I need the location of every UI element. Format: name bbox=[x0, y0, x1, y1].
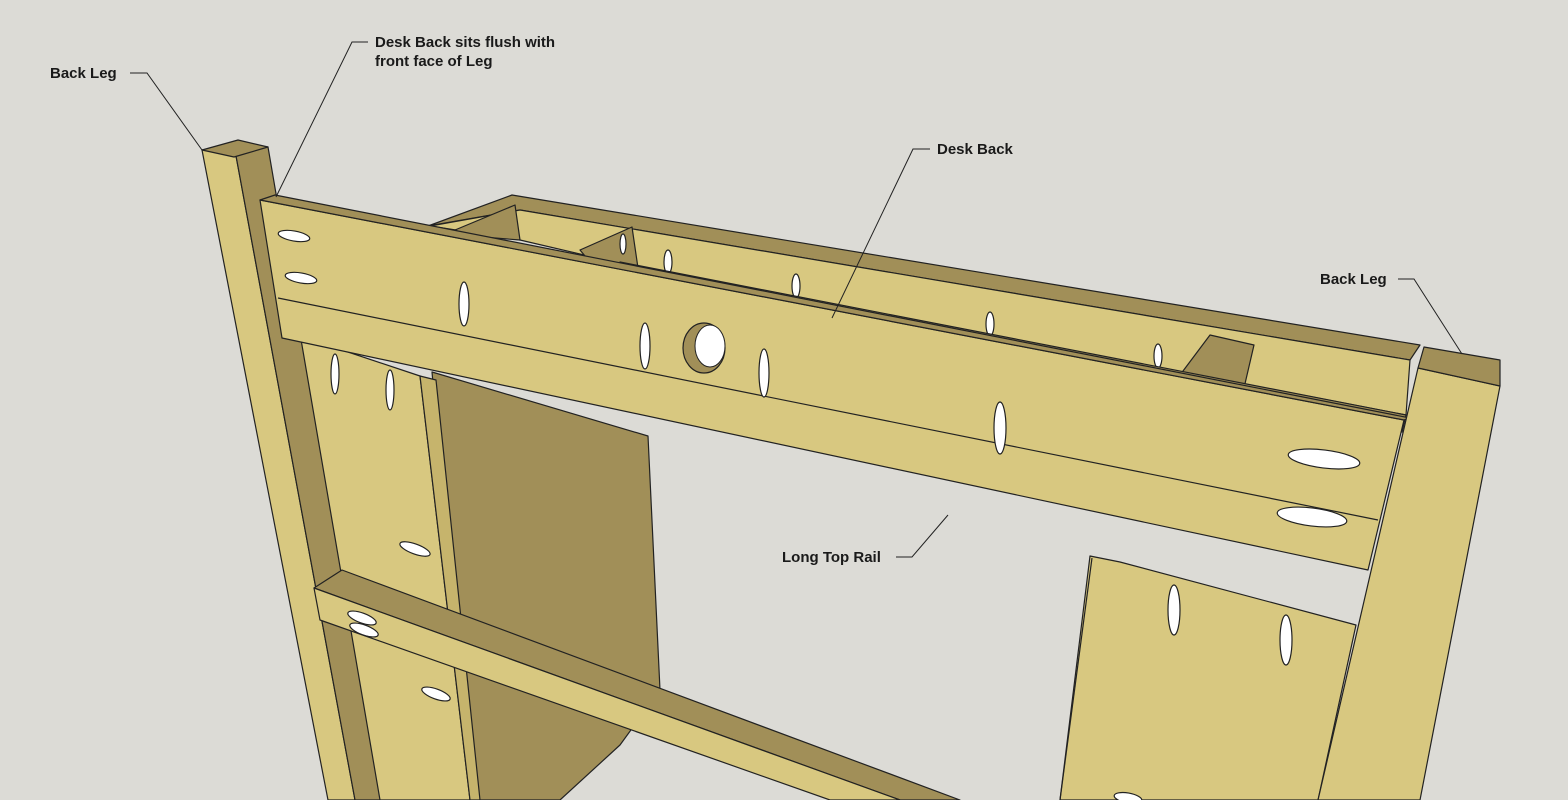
lower-rail-hole-2 bbox=[349, 622, 379, 638]
label-desk-back-note-line2: front face of Leg bbox=[375, 53, 493, 70]
back-slot-2 bbox=[791, 273, 801, 299]
back-leg-right-top bbox=[1417, 346, 1501, 387]
leader-long-top-rail bbox=[896, 514, 949, 558]
back-slot-3 bbox=[985, 311, 995, 337]
right-stile-hole-3 bbox=[1113, 791, 1143, 800]
rail-joint-line bbox=[277, 297, 1379, 521]
lower-rail-hole-1 bbox=[347, 610, 377, 626]
leader-desk-back bbox=[831, 148, 930, 319]
back-leg-left-top bbox=[201, 139, 269, 158]
label-desk-back-note-line1: Desk Back sits flush with bbox=[375, 34, 556, 51]
stile-hole-1 bbox=[330, 353, 340, 395]
label-desk-back: Desk Back bbox=[937, 141, 1013, 158]
label-long-top-rail: Long Top Rail bbox=[782, 549, 881, 566]
rail-hole-5 bbox=[758, 348, 770, 398]
rail-hole-8 bbox=[1276, 506, 1348, 528]
leader-back-leg-right bbox=[1398, 278, 1463, 355]
back-slot-5 bbox=[619, 233, 627, 255]
label-back-leg-left: Back Leg bbox=[50, 65, 117, 82]
rail-hole-2 bbox=[284, 271, 318, 285]
right-stile-edge bbox=[1059, 557, 1093, 800]
rail-hole-4 bbox=[639, 322, 651, 370]
right-inner-stile bbox=[1059, 555, 1357, 800]
rail-hole-3 bbox=[458, 281, 470, 327]
rail-hole-1 bbox=[277, 229, 311, 243]
rail-hole-7 bbox=[1287, 448, 1361, 470]
label-back-leg-right: Back Leg bbox=[1320, 271, 1387, 288]
right-stile-hole-2 bbox=[1279, 614, 1293, 666]
lower-rail-front bbox=[313, 587, 901, 800]
cord-grommet-hole bbox=[682, 322, 726, 374]
right-stile-hole-1 bbox=[1167, 584, 1181, 636]
stile-hole-3 bbox=[399, 541, 431, 557]
back-slot-4 bbox=[1153, 343, 1163, 369]
leader-back-leg-left bbox=[130, 72, 203, 151]
rail-hole-6 bbox=[993, 401, 1007, 455]
stile-hole-4 bbox=[421, 686, 451, 702]
leader-desk-back-flush bbox=[275, 41, 368, 198]
stile-hole-2 bbox=[385, 369, 395, 411]
